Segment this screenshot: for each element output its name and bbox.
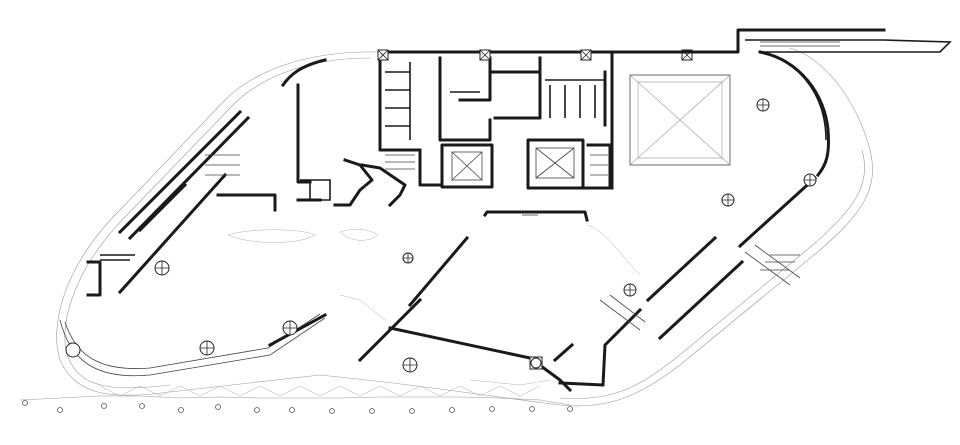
- northwest-diagonal-walls: [86, 109, 251, 297]
- west-curved-wall: [216, 58, 407, 212]
- east-curved-wall: [758, 50, 830, 178]
- perimeter-posts: [22, 400, 573, 414]
- round-columns: [65, 98, 817, 373]
- skylight: [629, 74, 731, 166]
- elevator-core-left: [440, 143, 494, 189]
- north-wall-extension: [610, 28, 952, 54]
- southeast-walls: [558, 175, 818, 387]
- landscape-features: [227, 224, 641, 386]
- roof-columns: [377, 49, 693, 61]
- southwest-perimeter: [59, 312, 328, 377]
- site-boundary: [56, 47, 873, 407]
- core-block: [378, 50, 614, 190]
- outer-path: [19, 385, 571, 406]
- elevator-core-right: [526, 138, 585, 190]
- central-diagonal-walls: [357, 210, 589, 393]
